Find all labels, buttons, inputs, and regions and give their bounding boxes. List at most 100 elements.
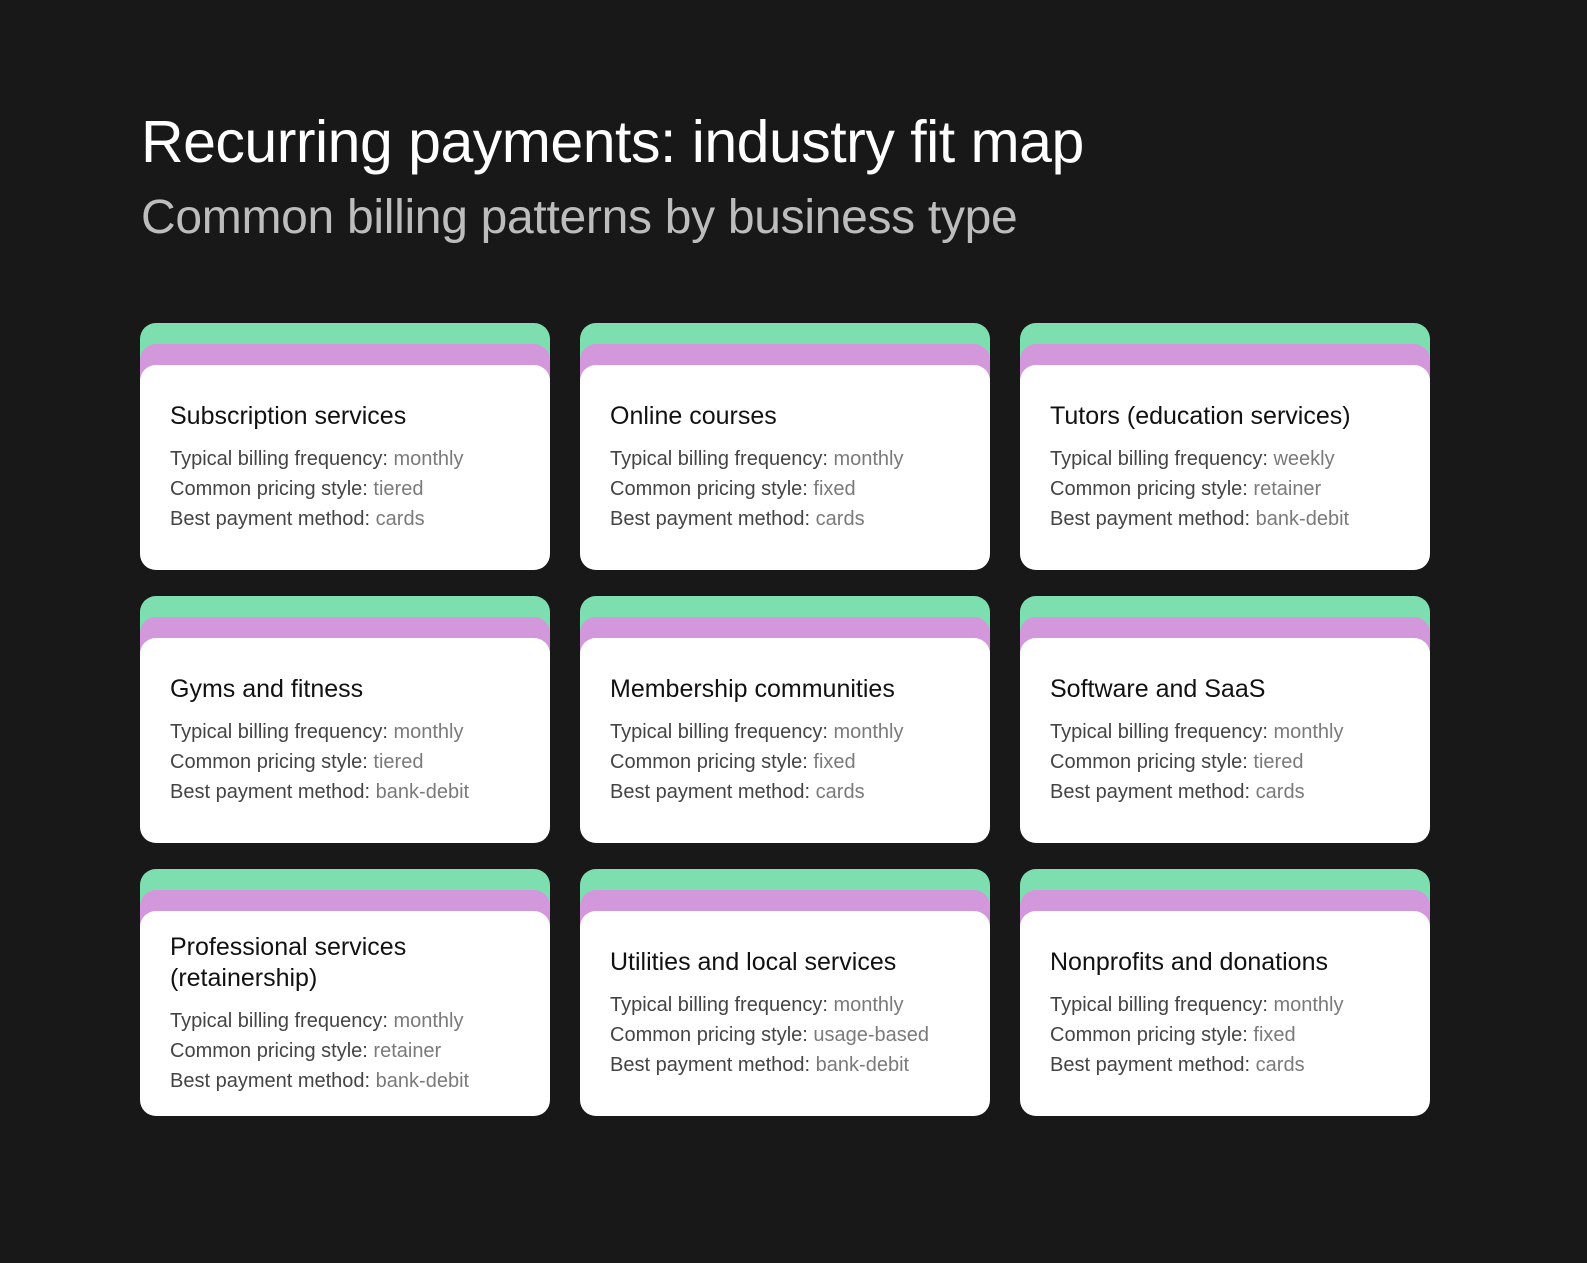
payment-label: Best payment method:: [610, 508, 811, 530]
card-body: Membership communities Typical billing f…: [580, 638, 990, 843]
frequency-label: Typical billing frequency:: [170, 1009, 388, 1032]
payment-row: Best payment method: cards: [1050, 777, 1400, 807]
payment-value: cards: [375, 508, 425, 530]
frequency-value: monthly: [393, 1009, 464, 1032]
frequency-value: monthly: [833, 994, 904, 1016]
pricing-value: usage-based: [813, 1024, 930, 1046]
card-title: Tutors (education services): [1050, 402, 1351, 430]
industry-card: Online courses Typical billing frequency…: [580, 323, 990, 570]
payment-label: Best payment method:: [1050, 508, 1251, 530]
card-body: Software and SaaS Typical billing freque…: [1020, 638, 1430, 843]
payment-row: Best payment method: cards: [610, 777, 960, 807]
payment-label: Best payment method:: [1050, 1054, 1251, 1076]
pricing-row: Common pricing style: tiered: [170, 474, 520, 504]
pricing-label: Common pricing style:: [610, 751, 808, 773]
pricing-value: tiered: [1253, 751, 1304, 773]
payment-row: Best payment method: cards: [170, 504, 520, 534]
frequency-row: Typical billing frequency: monthly: [1050, 990, 1400, 1020]
payment-label: Best payment method:: [1050, 781, 1251, 803]
industry-card: Software and SaaS Typical billing freque…: [1020, 596, 1430, 843]
pricing-value: retainer: [373, 1039, 442, 1062]
frequency-label: Typical billing frequency:: [610, 721, 828, 743]
pricing-row: Common pricing style: fixed: [610, 474, 960, 504]
frequency-label: Typical billing frequency:: [610, 448, 828, 470]
pricing-row: Common pricing style: retainer: [170, 1036, 520, 1066]
industry-card: Membership communities Typical billing f…: [580, 596, 990, 843]
pricing-row: Common pricing style: tiered: [1050, 747, 1400, 777]
pricing-label: Common pricing style:: [610, 478, 808, 500]
payment-value: bank-debit: [375, 781, 470, 803]
industry-card: Professional services (retainership) Typ…: [140, 869, 550, 1116]
pricing-value: retainer: [1253, 478, 1322, 500]
frequency-row: Typical billing frequency: monthly: [610, 990, 960, 1020]
frequency-row: Typical billing frequency: monthly: [170, 444, 520, 474]
industry-card: Subscription services Typical billing fr…: [140, 323, 550, 570]
frequency-row: Typical billing frequency: monthly: [170, 717, 520, 747]
frequency-value: monthly: [833, 448, 904, 470]
payment-row: Best payment method: bank-debit: [170, 777, 520, 807]
frequency-value: weekly: [1273, 448, 1335, 470]
payment-value: cards: [1255, 781, 1305, 803]
card-title: Membership communities: [610, 675, 895, 703]
card-title: Online courses: [610, 402, 777, 430]
card-title: Professional services (retainership): [170, 932, 407, 992]
card-body: Tutors (education services) Typical bill…: [1020, 365, 1430, 570]
payment-row: Best payment method: cards: [1050, 1050, 1400, 1080]
pricing-row: Common pricing style: usage-based: [610, 1020, 960, 1050]
payment-row: Best payment method: bank-debit: [1050, 504, 1400, 534]
pricing-label: Common pricing style:: [610, 1024, 808, 1046]
frequency-label: Typical billing frequency:: [610, 994, 828, 1016]
payment-row: Best payment method: cards: [610, 504, 960, 534]
pricing-label: Common pricing style:: [170, 1039, 368, 1062]
payment-row: Best payment method: bank-debit: [610, 1050, 960, 1080]
industry-card-grid: Subscription services Typical billing fr…: [140, 323, 1430, 1116]
payment-value: cards: [815, 781, 865, 803]
pricing-label: Common pricing style:: [170, 751, 368, 773]
card-title: Software and SaaS: [1050, 675, 1266, 703]
card-title: Nonprofits and donations: [1050, 948, 1328, 976]
frequency-label: Typical billing frequency:: [1050, 721, 1268, 743]
card-body: Subscription services Typical billing fr…: [140, 365, 550, 570]
industry-card: Tutors (education services) Typical bill…: [1020, 323, 1430, 570]
card-body: Professional services (retainership) Typ…: [140, 911, 550, 1116]
payment-value: cards: [815, 508, 865, 530]
pricing-value: tiered: [373, 478, 424, 500]
frequency-row: Typical billing frequency: monthly: [1050, 717, 1400, 747]
frequency-row: Typical billing frequency: monthly: [610, 444, 960, 474]
payment-row: Best payment method: bank-debit: [170, 1066, 520, 1096]
page-title: Recurring payments: industry fit map: [141, 109, 1084, 175]
card-body: Nonprofits and donations Typical billing…: [1020, 911, 1430, 1116]
payment-label: Best payment method:: [170, 508, 371, 530]
pricing-row: Common pricing style: tiered: [170, 747, 520, 777]
page-subtitle: Common billing patterns by business type: [141, 191, 1018, 244]
pricing-row: Common pricing style: fixed: [1050, 1020, 1400, 1050]
industry-card: Nonprofits and donations Typical billing…: [1020, 869, 1430, 1116]
payment-value: bank-debit: [1255, 508, 1350, 530]
frequency-row: Typical billing frequency: monthly: [610, 717, 960, 747]
payment-value: bank-debit: [815, 1054, 910, 1076]
industry-card: Utilities and local services Typical bil…: [580, 869, 990, 1116]
frequency-label: Typical billing frequency:: [1050, 994, 1268, 1016]
industry-card: Gyms and fitness Typical billing frequen…: [140, 596, 550, 843]
frequency-value: monthly: [1273, 721, 1344, 743]
card-body: Utilities and local services Typical bil…: [580, 911, 990, 1116]
card-title: Subscription services: [170, 402, 407, 430]
card-title: Gyms and fitness: [170, 675, 364, 703]
pricing-value: fixed: [813, 751, 856, 773]
pricing-value: fixed: [813, 478, 856, 500]
pricing-label: Common pricing style:: [1050, 1024, 1248, 1046]
pricing-value: tiered: [373, 751, 424, 773]
payment-value: cards: [1255, 1054, 1305, 1076]
pricing-row: Common pricing style: fixed: [610, 747, 960, 777]
frequency-label: Typical billing frequency:: [1050, 448, 1268, 470]
pricing-label: Common pricing style:: [1050, 751, 1248, 773]
card-body: Online courses Typical billing frequency…: [580, 365, 990, 570]
frequency-value: monthly: [1273, 994, 1344, 1016]
payment-label: Best payment method:: [170, 781, 371, 803]
pricing-label: Common pricing style:: [1050, 478, 1248, 500]
frequency-value: monthly: [393, 448, 464, 470]
frequency-row: Typical billing frequency: monthly: [170, 1006, 520, 1036]
pricing-value: fixed: [1253, 1024, 1296, 1046]
payment-value: bank-debit: [375, 1069, 470, 1092]
